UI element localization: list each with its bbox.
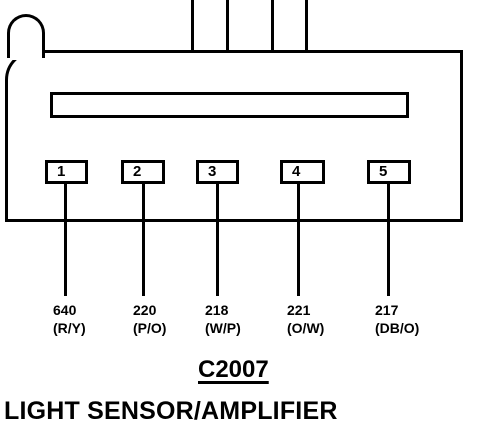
wire-label-pin-5: 217 (DB/O) (375, 301, 437, 337)
wire-color: (P/O) (133, 320, 167, 336)
connector-lock-tab-middle (226, 0, 274, 54)
connector-keyway-slot (50, 92, 409, 118)
circuit-number: 217 (375, 302, 399, 318)
wire-pin-1 (64, 184, 67, 296)
wire-color: (DB/O) (375, 320, 420, 336)
wire-pin-2 (142, 184, 145, 296)
component-name: LIGHT SENSOR/AMPLIFIER (4, 397, 338, 425)
pin-2: 2 (121, 160, 165, 184)
wire-label-pin-2: 220 (P/O) (133, 301, 189, 337)
connector-latch (7, 14, 45, 58)
pin-4: 4 (280, 160, 325, 184)
connector-id: C2007 (198, 356, 269, 383)
wire-label-pin-3: 218 (W/P) (205, 301, 261, 337)
connector-latch-join (10, 52, 42, 60)
pin-3: 3 (196, 160, 239, 184)
circuit-number: 220 (133, 302, 157, 318)
pin-2-number: 2 (133, 163, 142, 180)
wire-color: (W/P) (205, 320, 241, 336)
pin-1-number: 1 (57, 163, 66, 180)
wire-label-pin-1: 640 (R/Y) (53, 301, 109, 337)
connector-body (5, 50, 463, 222)
pin-3-number: 3 (208, 163, 217, 180)
wire-color: (O/W) (287, 320, 325, 336)
circuit-number: 218 (205, 302, 229, 318)
connector-lock-tab-right (271, 0, 308, 54)
pin-5-number: 5 (379, 163, 388, 180)
wire-pin-5 (387, 184, 390, 296)
pin-5: 5 (367, 160, 411, 184)
circuit-number: 640 (53, 302, 77, 318)
pin-4-number: 4 (292, 163, 301, 180)
wire-pin-3 (216, 184, 219, 296)
circuit-number: 221 (287, 302, 311, 318)
wire-color: (R/Y) (53, 320, 86, 336)
connector-lock-tab-left (191, 0, 229, 54)
pin-1: 1 (45, 160, 88, 184)
wire-label-pin-4: 221 (O/W) (287, 301, 343, 337)
wire-pin-4 (297, 184, 300, 296)
